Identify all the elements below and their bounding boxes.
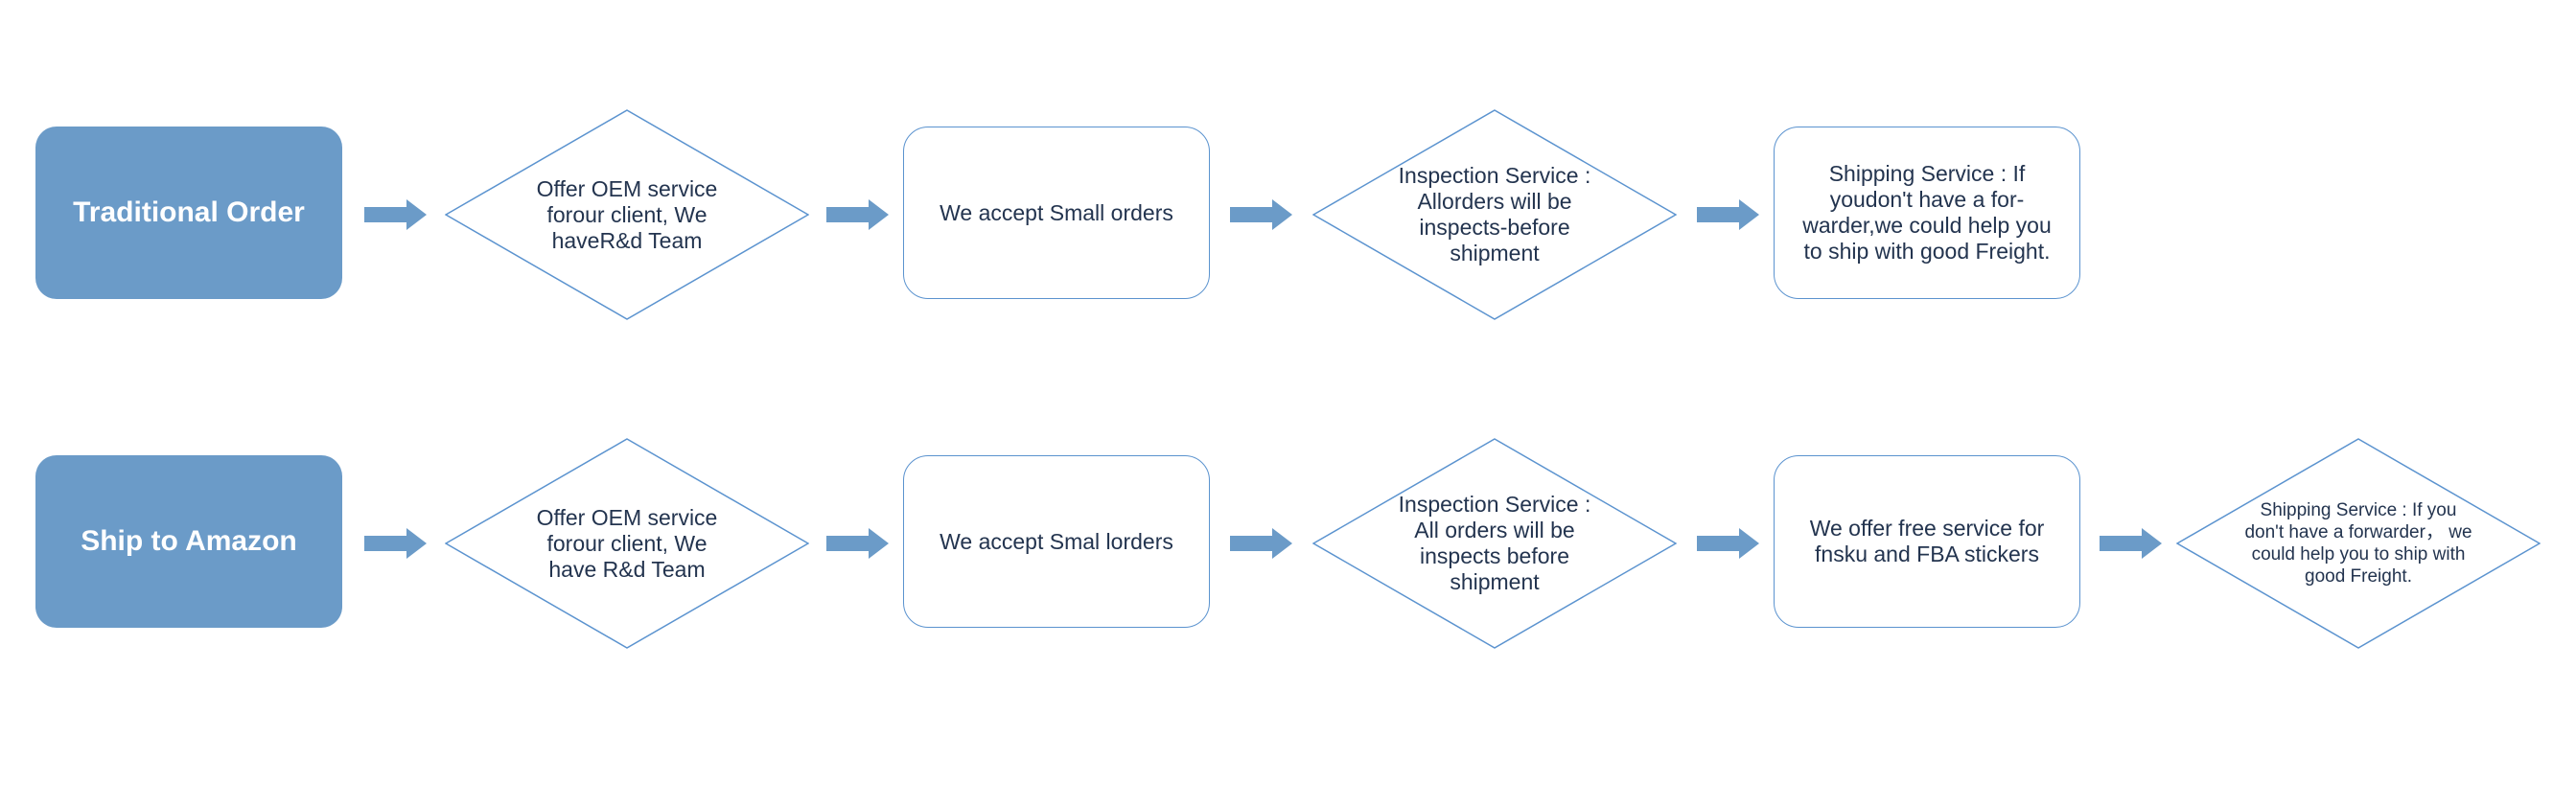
decision-node-oem-service[interactable]: Offer OEM service forour client, We have… <box>445 109 809 320</box>
process-node-shipping-service[interactable]: Shipping Service : If youdon't have a fo… <box>1774 127 2080 299</box>
decision-node-oem-service[interactable]: Offer OEM service forour client, We have… <box>445 438 809 649</box>
start-node-ship-to-amazon[interactable]: Ship to Amazon <box>35 455 342 628</box>
decision-node-shipping-service[interactable]: Shipping Service : If you don't have a f… <box>2176 438 2541 649</box>
decision-node-inspection-service[interactable]: Inspection Service : All orders will be … <box>1312 438 1677 649</box>
flow-arrow <box>826 199 889 230</box>
flow-arrow <box>826 528 889 559</box>
flow-arrow <box>1697 199 1759 230</box>
node-label: Inspection Service : All orders will be … <box>1398 492 1591 594</box>
flow-row-traditional-order: Traditional Order Offer OEM service foro… <box>0 109 2576 320</box>
flow-arrow <box>1697 528 1759 559</box>
node-label: Inspection Service : Allorders will be i… <box>1398 163 1591 265</box>
flow-arrow <box>364 199 427 230</box>
node-label: Shipping Service : If you don't have a f… <box>2244 500 2472 587</box>
node-label: Offer OEM service forour client, We have… <box>536 175 718 253</box>
flow-arrow <box>2100 528 2162 559</box>
process-node-fba-stickers[interactable]: We offer free service for fnsku and FBA … <box>1774 455 2080 628</box>
decision-node-inspection-service[interactable]: Inspection Service : Allorders will be i… <box>1312 109 1677 320</box>
process-node-small-orders[interactable]: We accept Small orders <box>903 127 1210 299</box>
flow-row-ship-to-amazon: Ship to Amazon Offer OEM service forour … <box>0 438 2576 649</box>
flow-arrow <box>1230 528 1292 559</box>
node-label: Offer OEM service forour client, We have… <box>536 504 718 582</box>
process-node-small-orders[interactable]: We accept Smal lorders <box>903 455 1210 628</box>
start-node-traditional-order[interactable]: Traditional Order <box>35 127 342 299</box>
flow-arrow <box>1230 199 1292 230</box>
flow-arrow <box>364 528 427 559</box>
